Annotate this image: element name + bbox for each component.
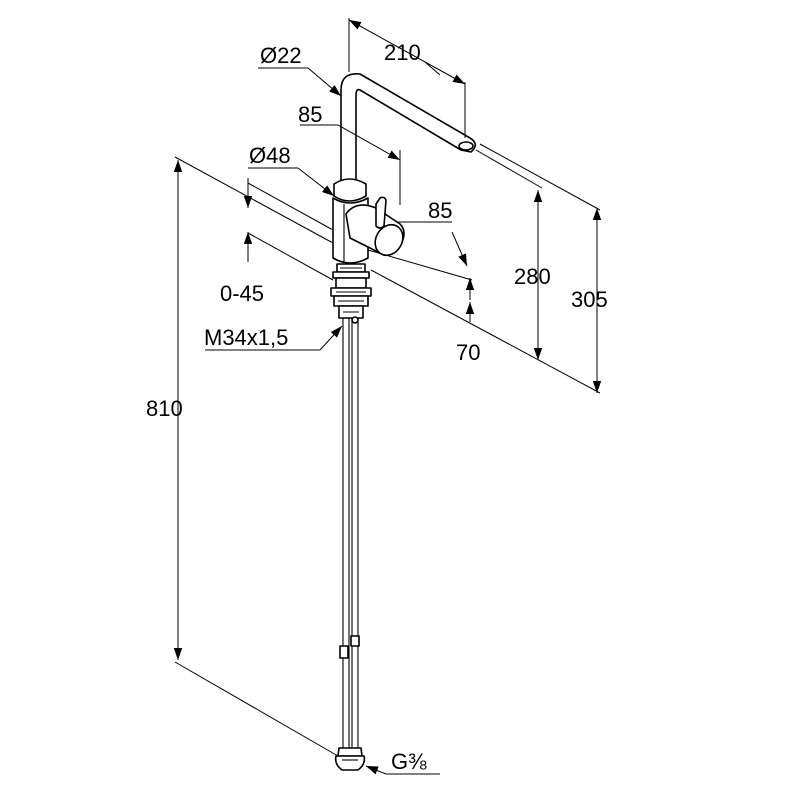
dimension-labels: Ø22 210 85 Ø48 85 0-45 280 305 70 M34x1,… bbox=[146, 40, 608, 774]
label-base-height: 70 bbox=[456, 340, 480, 365]
label-spout-diameter: Ø22 bbox=[260, 43, 302, 68]
label-total-height: 305 bbox=[571, 287, 608, 312]
label-lever-offset-side: 85 bbox=[428, 198, 452, 223]
spout bbox=[340, 73, 477, 183]
label-body-diameter: Ø48 bbox=[249, 143, 291, 168]
faucet-outline bbox=[330, 73, 477, 771]
lever-handle bbox=[375, 196, 387, 229]
hose-fitting bbox=[334, 747, 366, 771]
spout-outlet bbox=[458, 141, 474, 151]
dimension-lines bbox=[173, 18, 602, 775]
spout-collar bbox=[333, 178, 367, 202]
threaded-mount bbox=[330, 263, 372, 324]
label-deck-thickness: 0-45 bbox=[220, 281, 264, 306]
label-overall-length: 810 bbox=[146, 396, 183, 421]
label-connection: G⅜ bbox=[391, 749, 427, 774]
label-thread: M34x1,5 bbox=[204, 325, 288, 350]
supply-hoses bbox=[339, 318, 360, 748]
label-spout-reach: 210 bbox=[384, 40, 421, 65]
label-spout-height: 280 bbox=[514, 264, 551, 289]
label-lever-offset-top: 85 bbox=[298, 102, 322, 127]
